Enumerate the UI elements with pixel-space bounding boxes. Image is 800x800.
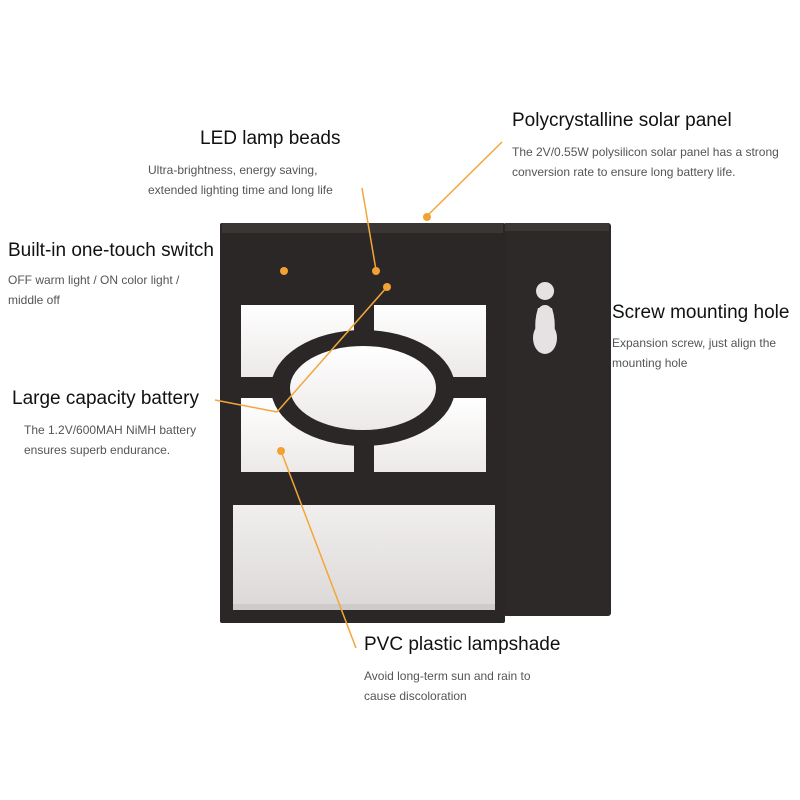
side-top-edge (505, 223, 609, 231)
callout-switch-desc: OFF warm light / ON color light / middle… (8, 273, 180, 307)
oval-pane (290, 346, 436, 430)
pvc-lampshade (233, 505, 495, 610)
dot-led (372, 267, 380, 275)
callout-switch-title: Built-in one-touch switch (8, 240, 214, 261)
dot-switch (280, 267, 288, 275)
dot-solar (423, 213, 431, 221)
callout-battery-desc: The 1.2V/600MAH NiMH battery ensures sup… (24, 423, 197, 457)
callout-screw-hole: Screw mounting hole Expansion screw, jus… (612, 302, 789, 373)
callout-solar-title: Polycrystalline solar panel (512, 110, 732, 131)
solar-panel-top (222, 223, 503, 233)
leader-battery-switch (276, 286, 388, 413)
window-panes (241, 305, 486, 472)
callout-battery-title: Large capacity battery (12, 388, 199, 409)
callout-led-title: LED lamp beads (200, 128, 341, 149)
callout-pvc-lampshade: PVC plastic lampshade Avoid long-term su… (364, 634, 560, 706)
side-housing (503, 223, 611, 616)
leader-battery (214, 399, 278, 413)
callout-led-lamp-beads: LED lamp beads Ultra-brightness, energy … (148, 128, 341, 200)
marker-dots (277, 213, 431, 455)
callout-led-desc: Ultra-brightness, energy saving, extende… (148, 163, 333, 197)
leader-solar (426, 141, 503, 217)
dot-battery (383, 283, 391, 291)
lampshade-bottom-rim (233, 604, 495, 610)
callout-pvc-desc: Avoid long-term sun and rain to cause di… (364, 669, 531, 703)
leader-pvc (280, 450, 357, 649)
callout-solar-desc: The 2V/0.55W polysilicon solar panel has… (512, 145, 779, 179)
screw-hole-upper (538, 305, 552, 319)
callout-screw-title: Screw mounting hole (612, 302, 790, 323)
callout-switch: Built-in one-touch switch OFF warm light… (8, 240, 214, 310)
callout-battery: Large capacity battery The 1.2V/600MAH N… (12, 388, 199, 460)
callout-pvc-title: PVC plastic lampshade (364, 634, 561, 655)
callout-screw-desc: Expansion screw, just align the mounting… (612, 336, 777, 370)
callout-solar-panel: Polycrystalline solar panel The 2V/0.55W… (512, 110, 779, 182)
leader-lines (214, 141, 503, 649)
leader-led (361, 187, 377, 271)
screw-hole-lower (533, 322, 557, 354)
dot-pvc (277, 447, 285, 455)
